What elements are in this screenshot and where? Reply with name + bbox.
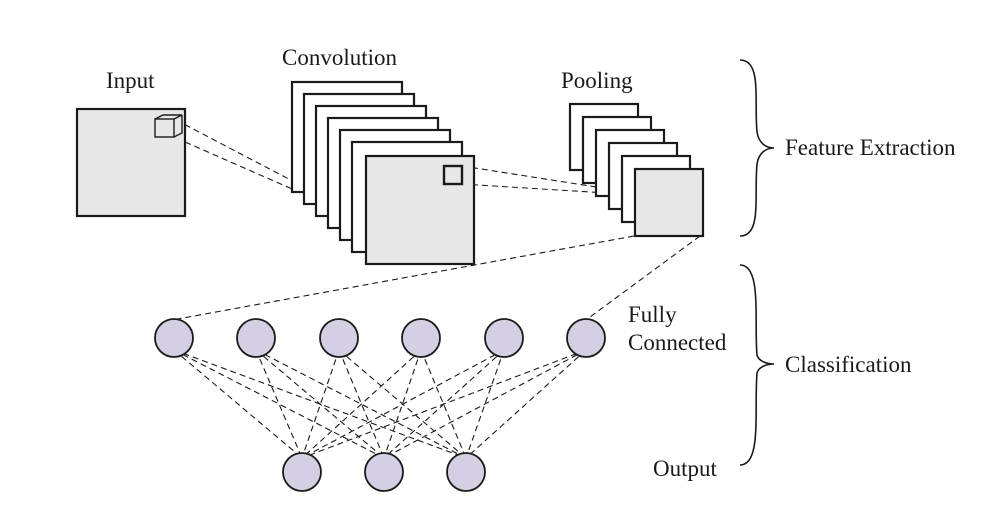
classification-label: Classification <box>785 352 912 377</box>
input-receptive-field-box <box>154 118 175 138</box>
feature-extraction-label: Feature Extraction <box>785 135 956 160</box>
pool-to-fc-projection-right <box>585 235 701 321</box>
fc-output-connection <box>383 349 422 459</box>
output-node <box>446 452 486 492</box>
convolution-label: Convolution <box>282 45 398 70</box>
fc-output-connection <box>301 349 340 459</box>
classification-brace <box>739 264 775 466</box>
output-node <box>282 452 322 492</box>
fully-connected-label-line2: Connected <box>628 330 727 355</box>
convolution-pooling-window <box>442 164 464 186</box>
feature-extraction-brace <box>739 59 775 237</box>
convolution-feature-maps <box>290 80 476 266</box>
fc-output-connection <box>301 349 422 459</box>
fc-output-connection <box>301 349 505 459</box>
fully-connected-node <box>484 318 524 358</box>
fc-output-connection <box>465 349 587 459</box>
pooling-feature-maps <box>568 102 705 238</box>
fc-output-connection <box>383 349 587 459</box>
output-label: Output <box>653 456 718 481</box>
input-label: Input <box>106 68 155 93</box>
input-block <box>75 107 187 218</box>
fully-connected-node <box>566 318 606 358</box>
fc-output-connection <box>465 349 505 459</box>
fully-connected-node <box>401 318 441 358</box>
fc-output-connection <box>301 349 587 459</box>
fc-to-output-connections <box>173 349 587 459</box>
convolution-front-map <box>364 154 476 266</box>
fully-connected-node <box>154 318 194 358</box>
fully-connected-label-line1: Fully <box>628 302 677 327</box>
fully-connected-node <box>319 318 359 358</box>
output-node <box>364 452 404 492</box>
fc-output-connection <box>255 349 303 459</box>
fc-output-connection <box>255 349 385 459</box>
output-layer <box>282 452 486 492</box>
pooling-front-map <box>633 167 705 238</box>
input-image <box>75 107 187 218</box>
fc-output-connection <box>173 349 385 459</box>
pool-to-fc-projection-left <box>171 235 635 321</box>
fc-output-connection <box>173 349 303 459</box>
pooling-label: Pooling <box>561 68 633 93</box>
fully-connected-node <box>236 318 276 358</box>
fully-connected-layer <box>154 318 606 358</box>
